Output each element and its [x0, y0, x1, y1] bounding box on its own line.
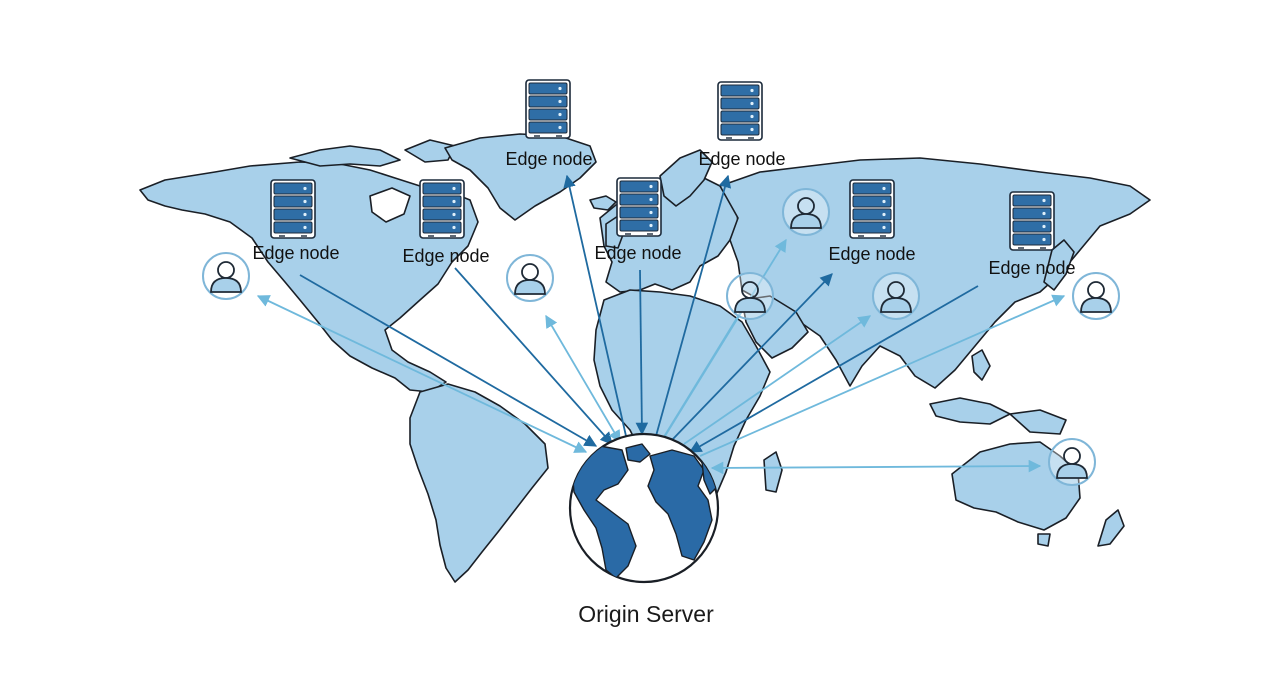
edge-node-label: Edge node [828, 244, 915, 264]
edge-node-asia-east[interactable]: Edge node [988, 191, 1076, 278]
user-avatar-icon[interactable] [506, 254, 554, 302]
arrow-user-pacific [256, 295, 588, 453]
server-rack-icon [616, 177, 662, 237]
arrow-user-australia [710, 459, 1042, 475]
island-tasmania [1037, 533, 1051, 547]
hudson-bay-land [369, 187, 411, 223]
island-madagascar [763, 451, 783, 493]
arrow-user-middle-east [661, 298, 749, 441]
user-avatar-icon[interactable] [1072, 272, 1120, 320]
edge-node-north-america-east[interactable]: Edge node [402, 179, 490, 266]
server-rack-icon [419, 179, 465, 239]
user-avatar-icon[interactable] [202, 252, 250, 300]
island-iceland [589, 195, 617, 211]
arctic-islands [289, 145, 401, 167]
edge-node-label: Edge node [988, 258, 1075, 278]
island-japan [1043, 239, 1075, 291]
server-rack-icon [525, 79, 571, 139]
arrow-user-japan [699, 294, 1066, 457]
edge-node-label: Edge node [402, 246, 489, 266]
user-avatar-icon[interactable] [726, 272, 774, 320]
edge-node-north-america-west[interactable]: Edge node [252, 179, 340, 263]
edge-node-asia-central[interactable]: Edge node [828, 179, 916, 264]
user-avatar-icon[interactable] [872, 272, 920, 320]
globe-land-africa [647, 449, 713, 561]
origin-server-label: Origin Server [578, 601, 714, 627]
arrow-origin-to-edge-asia-central [671, 273, 833, 441]
arrow-user-atlantic [545, 314, 621, 444]
user-avatar-icon[interactable] [1048, 438, 1096, 486]
server-rack-icon [1009, 191, 1055, 251]
connection-arrows [256, 174, 1066, 475]
edge-node-label: Edge node [505, 149, 592, 169]
islands-philippines [971, 349, 991, 381]
globe-land-americas [571, 445, 637, 579]
arrow-edge-asia-east-to-origin [688, 285, 979, 453]
globe-land-greenland [625, 443, 651, 463]
island-new-zealand [1097, 509, 1125, 547]
edge-node-label: Edge node [698, 149, 785, 169]
server-rack-icon [717, 81, 763, 141]
origin-server[interactable]: Origin Server [568, 432, 720, 627]
server-rack-icon [849, 179, 895, 239]
region-scandinavia [659, 149, 713, 207]
continent-south-america [409, 383, 549, 583]
island-new-guinea [1009, 409, 1067, 435]
arrow-origin-to-edge-europe-north [655, 174, 732, 437]
arrow-edge-europe-west-to-origin [635, 269, 649, 436]
edge-node-greenland[interactable]: Edge node [505, 79, 593, 169]
server-rack-icon [270, 179, 316, 239]
user-avatar-icon[interactable] [782, 188, 830, 236]
edge-node-europe-west[interactable]: Edge node [594, 177, 682, 263]
arrow-user-india [683, 315, 872, 445]
edge-nodes: Edge node Edge node Edge node Edge node … [252, 79, 1076, 278]
edge-node-label: Edge node [252, 243, 339, 263]
edge-node-label: Edge node [594, 243, 681, 263]
edge-node-europe-north[interactable]: Edge node [698, 81, 786, 169]
islands-indonesia [929, 397, 1011, 425]
